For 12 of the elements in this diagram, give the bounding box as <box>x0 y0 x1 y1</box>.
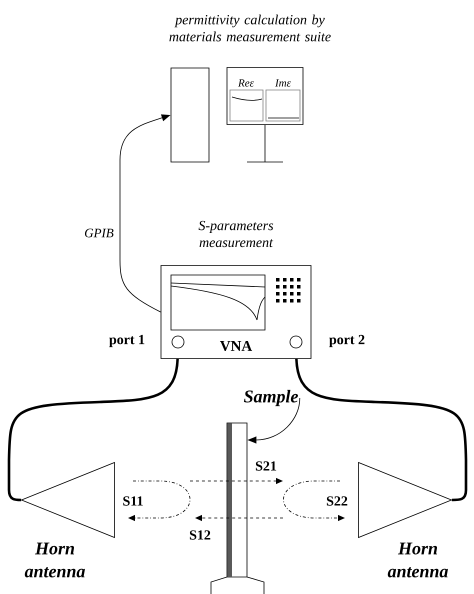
vna-instrument: VNA <box>160 265 312 359</box>
sample-label: Sample <box>244 390 298 406</box>
title: permittivity calculation by materials measurement suite <box>169 14 331 42</box>
s-parameter-label: S21 <box>256 461 276 471</box>
port-label: port 2 <box>329 334 364 348</box>
port-label: port 1 <box>109 334 144 348</box>
antenna-label: Horn antenna <box>24 542 85 578</box>
antenna-label: Horn antenna <box>388 542 448 578</box>
monitor: Reε Imε <box>226 67 304 162</box>
edge-label: GPIB <box>84 228 114 238</box>
node-label: S-parameters measurement <box>198 220 274 248</box>
computer-tower <box>170 68 210 162</box>
